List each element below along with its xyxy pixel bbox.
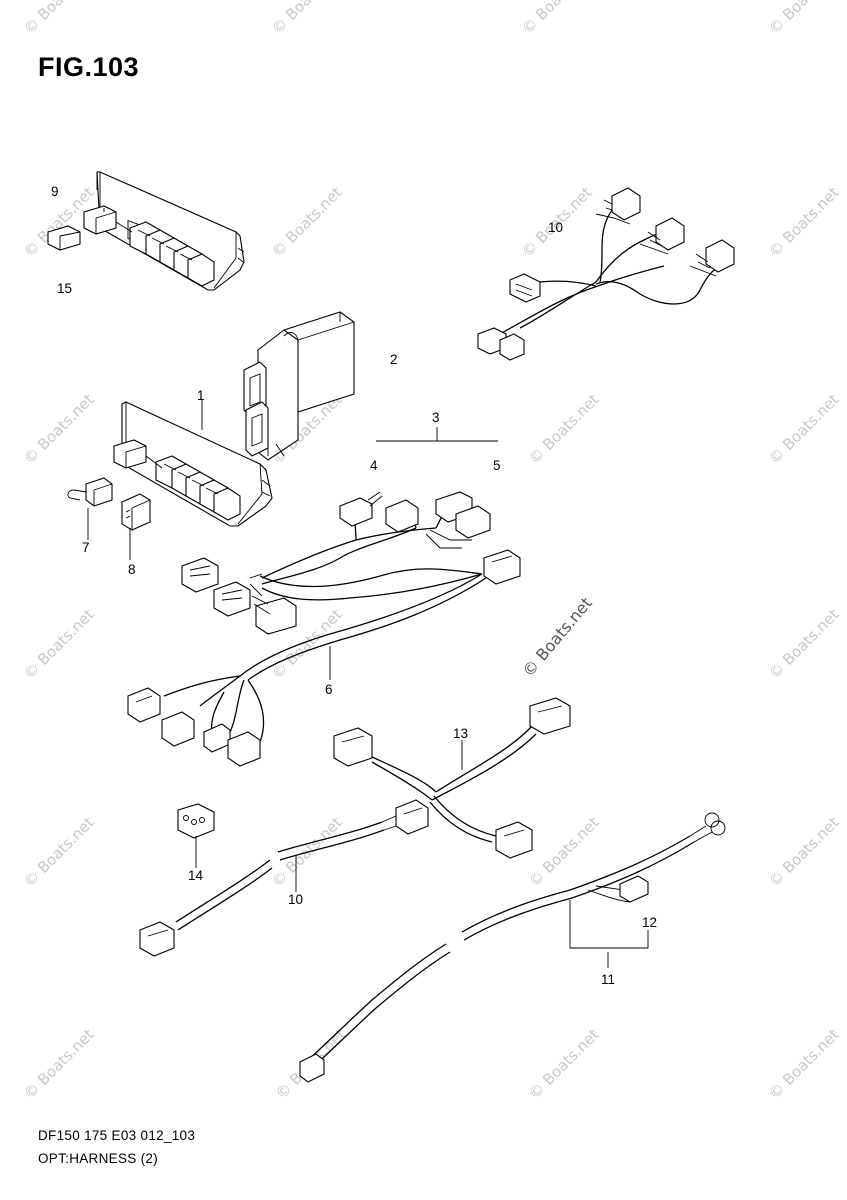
part-number-12: 12 [642,915,657,930]
watermark: © Boats.net [20,813,98,891]
part-number-2: 2 [390,352,398,367]
watermark: © Boats.net [765,605,843,683]
model-code: DF150 175 E03 012_103 [38,1128,196,1143]
part-number-7: 7 [82,540,90,555]
figure-caption: OPT:HARNESS (2) [38,1151,159,1166]
part-14-grommet [177,803,215,839]
part-1-relay-box [113,401,273,527]
part-number-8: 8 [128,562,136,577]
watermark: © Boats.net [268,0,346,38]
leader-lines [87,400,609,968]
watermark: © Boats.net [268,183,346,261]
part-number-1: 1 [197,388,205,403]
part-11-battery-cable [299,812,726,1083]
part-number-3: 3 [432,410,440,425]
part-number-10-top: 10 [548,220,563,235]
part-number-15: 15 [57,281,72,296]
part-7-connector [67,477,113,507]
part-6-main-harness [127,491,521,767]
part-number-4: 4 [370,458,378,473]
part-9-relay-box [47,171,245,291]
part-number-13: 13 [453,726,468,741]
part-3-bracket [376,427,498,442]
part-10-harness-lower [139,799,429,957]
part-13-y-harness [333,697,571,859]
part-number-labels: 1 2 3 4 5 6 7 8 9 10 10 11 12 13 14 15 [51,184,657,987]
watermark: © Boats.net [519,594,596,681]
figure-title: FIG.103 [38,52,140,82]
part-2-ecu [243,311,355,461]
watermark: © Boats.net [20,1025,98,1103]
watermark: © Boats.net [525,390,603,468]
part-number-5: 5 [493,458,501,473]
part-number-10-lower: 10 [288,892,303,907]
watermark: © Boats.net [765,813,843,891]
part-8-connector [121,493,151,531]
watermark: © Boats.net [765,1025,843,1103]
part-number-9: 9 [51,184,59,199]
part-number-6: 6 [325,682,333,697]
watermark: © Boats.net [20,390,98,468]
watermark: © Boats.net [525,1025,603,1103]
part-number-14: 14 [188,868,204,883]
watermark: © Boats.net [20,0,98,38]
part-number-11: 11 [601,972,615,987]
watermark: © Boats.net [20,605,98,683]
watermark: © Boats.net [518,0,596,38]
part-10-harness-top [477,187,735,361]
watermark: © Boats.net [525,813,603,891]
watermark: © Boats.net [765,390,843,468]
watermark: © Boats.net [765,0,843,38]
watermark: © Boats.net [765,183,843,261]
